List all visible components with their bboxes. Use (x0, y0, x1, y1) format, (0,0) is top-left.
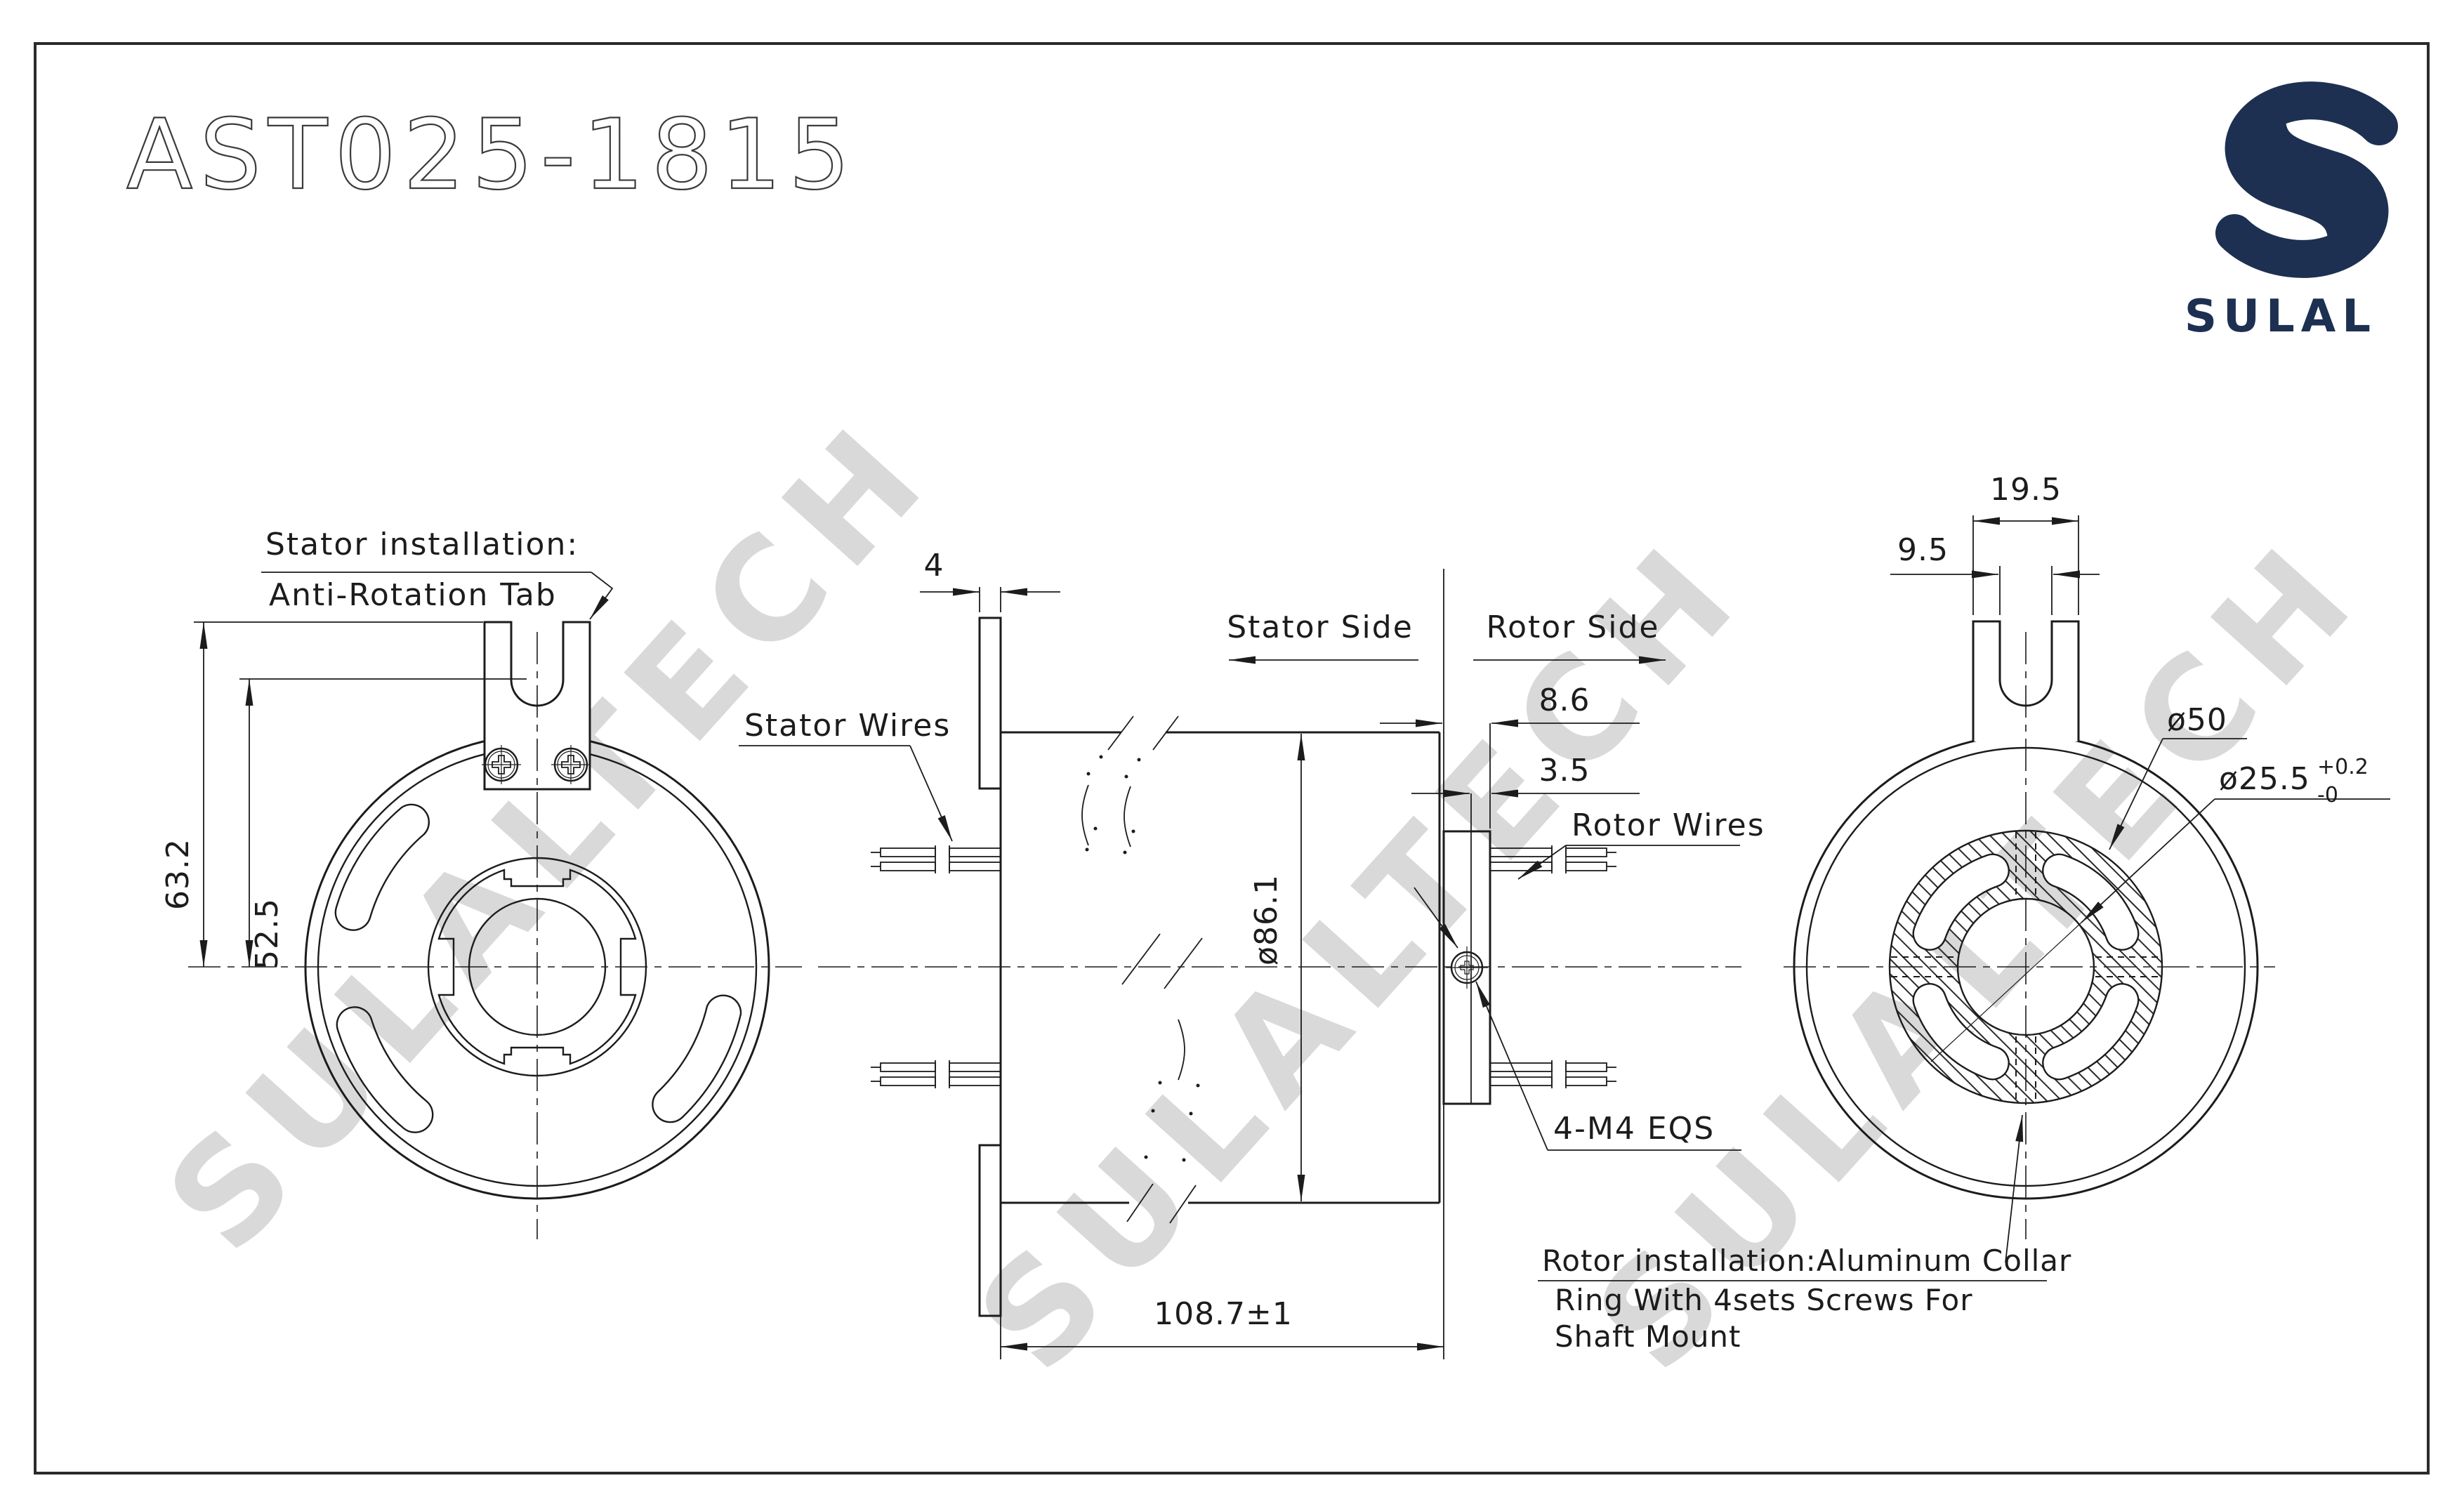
dim-text-9-5: 9.5 (1897, 532, 1949, 568)
leader-to-set-screw (1475, 981, 1548, 1151)
screw-spec-label: 4-M4 EQS (1553, 1111, 1715, 1147)
leader-to-collar-bottom (2005, 1114, 2024, 1263)
dim-text-52-5: 52.5 (249, 898, 285, 970)
dim-text-8-6: 8.6 (1539, 682, 1590, 718)
phillips-cross-icon (492, 755, 511, 774)
collar-slot-sw (1912, 983, 2010, 1081)
stator-installation-label-line2: Anti-Rotation Tab (269, 577, 557, 613)
leader-to-stator-wires (909, 745, 953, 842)
rotor-installation-note-line3: Shaft Mount (1555, 1319, 1741, 1354)
tab-screw-right (551, 745, 591, 784)
stator-wires (871, 845, 1001, 1088)
tolerance-upper: +0.2 (2317, 755, 2369, 779)
dim-text-collar-dia: ø50 (2167, 702, 2227, 738)
collar-set-screw (1446, 946, 1488, 989)
leader-to-bore-circle (2081, 798, 2215, 923)
brand-name: SULAL (2185, 291, 2377, 343)
kidney-slot-upper-left (334, 803, 430, 931)
stator-flange-upper (978, 616, 1002, 790)
phillips-cross-icon (561, 755, 581, 774)
leader-to-rotor-wires (1517, 845, 1567, 880)
right-view: 19.5 9.5 ø50 ø25.5 +0.2 -0 Rotor install… (1538, 472, 2390, 1354)
dim-text-4: 4 (924, 548, 944, 583)
kidney-slot-lower-right (652, 994, 742, 1123)
middle-view: Stator Side Rotor Side 4 8.6 3.5 ø86.1 1… (739, 548, 1765, 1359)
collar-slot-nw (1912, 853, 2010, 951)
leader-to-set-screw-upper (1414, 887, 1458, 949)
stator-installation-label-line1: Stator installation: (265, 527, 579, 562)
watermark-text: SULALTECH (136, 388, 965, 1282)
dim-text-108-7: 108.7±1 (1154, 1296, 1293, 1332)
brand-logo: SULAL (2185, 81, 2398, 343)
stator-wires-label: Stator Wires (744, 708, 951, 744)
collar-slot-se (2042, 983, 2140, 1081)
rotor-wires-label: Rotor Wires (1572, 807, 1765, 843)
tolerance-lower: -0 (2317, 783, 2338, 807)
logo-s-ribbon-bottom (2215, 103, 2389, 278)
tab-screw-left (482, 745, 521, 784)
leader-continuation (1930, 922, 2082, 1062)
screw-slot-icon (1460, 961, 1474, 975)
break-marks (1081, 715, 1203, 1224)
rotor-side-label: Rotor Side (1487, 609, 1660, 645)
page-title: AST025-1815 (126, 98, 857, 211)
leader-to-tab (589, 572, 614, 620)
dim-text-63-2: 63.2 (160, 838, 196, 910)
dim-text-86-1: ø86.1 (1249, 874, 1284, 965)
dim-text-3-5: 3.5 (1539, 753, 1590, 789)
left-view: 63.2 52.5 Stator installation: Anti-Rota… (160, 527, 802, 1239)
watermark-left: SULALTECH (136, 388, 965, 1282)
logo-s-ribbon-top (2225, 81, 2398, 256)
sheet-border (34, 42, 2430, 1475)
rotor-collar-section (1442, 830, 1491, 1105)
collar-castle-profile (437, 869, 637, 1065)
rotor-installation-note-line2: Ring With 4sets Screws For (1555, 1283, 1972, 1317)
break-dots (1085, 755, 1200, 1162)
stator-side-label: Stator Side (1227, 609, 1414, 645)
dim-text-bore-dia: ø25.5 (2219, 761, 2310, 797)
rotor-installation-note-line1: Rotor installation:Aluminum Collar (1542, 1244, 2071, 1278)
dim-text-19-5: 19.5 (1990, 472, 2062, 508)
leader-to-collar-circle (2109, 738, 2163, 850)
kidney-slot-lower-left (336, 1006, 434, 1133)
